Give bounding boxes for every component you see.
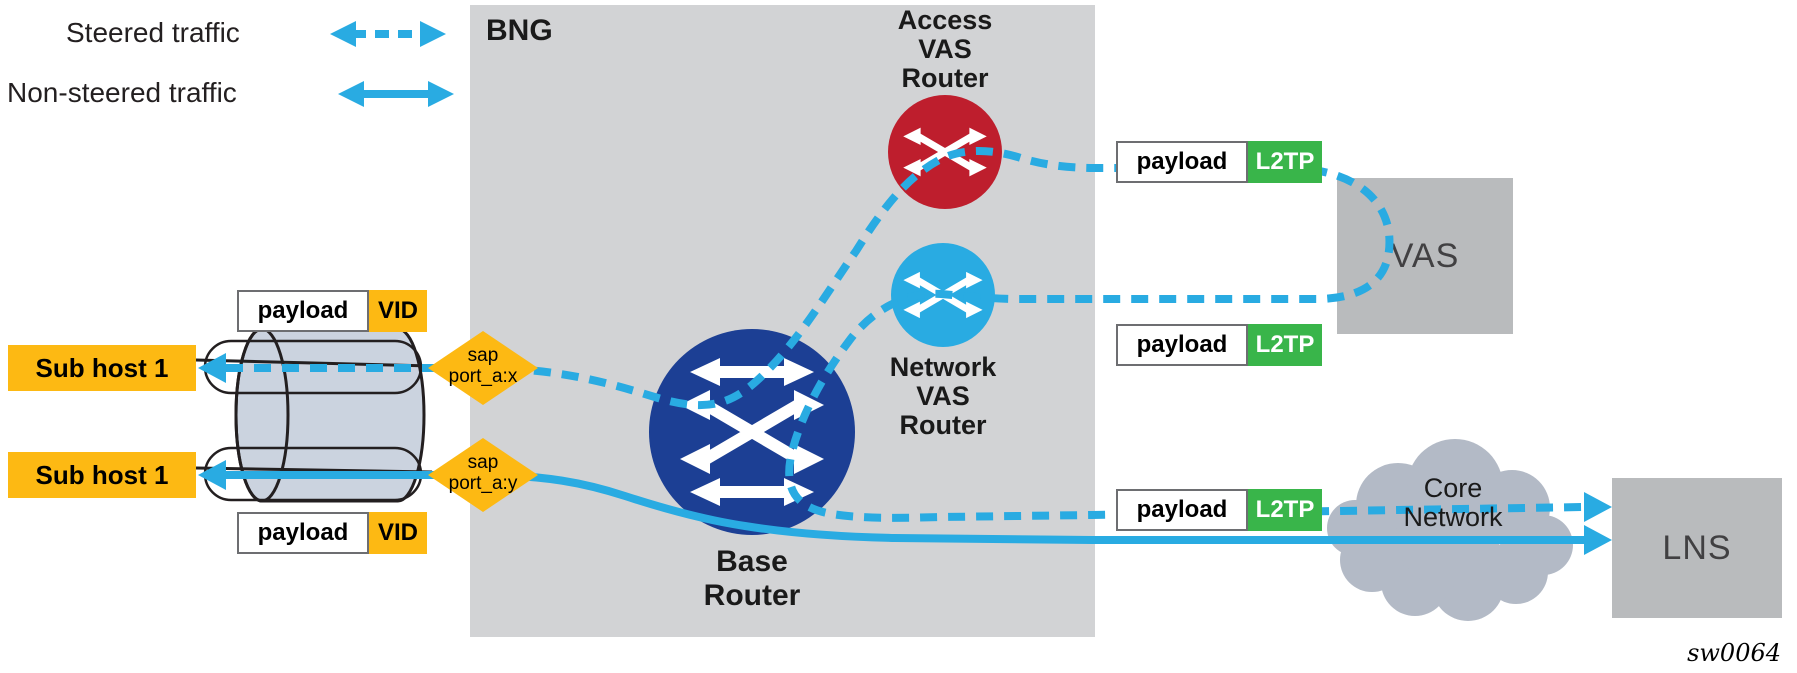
payload-label: payload xyxy=(1116,324,1248,366)
base-router-label: Base Router xyxy=(652,545,852,613)
sub-host-bottom: Sub host 1 xyxy=(8,452,196,498)
legend-steered-label: Steered traffic xyxy=(66,17,240,48)
base-router-node xyxy=(649,329,855,535)
vid-tag: VID xyxy=(369,290,427,332)
packet-l2tp-bottom: payload L2TP xyxy=(1116,489,1322,531)
vas-node: VAS xyxy=(1337,178,1513,334)
access-vas-router-label: Access VAS Router xyxy=(855,6,1035,93)
non-steered-arrowhead-left xyxy=(198,460,226,490)
lns-node-label: LNS xyxy=(1662,528,1732,567)
core-network-label-line: Network xyxy=(1403,502,1503,532)
l2tp-tag: L2TP xyxy=(1248,489,1322,531)
network-vas-router-label-line: Network xyxy=(889,352,997,382)
vid-tag: VID xyxy=(369,512,427,554)
payload-label: payload xyxy=(1116,489,1248,531)
access-vas-router-label-line: Router xyxy=(901,63,989,93)
payload-label: payload xyxy=(1116,141,1248,183)
l2tp-tag: L2TP xyxy=(1248,324,1322,366)
lns-node: LNS xyxy=(1612,478,1782,618)
sap-diamond-x xyxy=(428,331,538,405)
sap-port-ax-label: sap port_a:x xyxy=(420,345,546,387)
figure-watermark: sw0064 xyxy=(1687,639,1781,667)
legend-steered-arrow xyxy=(330,21,446,47)
core-network-label: Core Network xyxy=(1363,474,1543,532)
payload-label: payload xyxy=(237,512,369,554)
base-router-label-line: Base xyxy=(716,545,788,578)
legend-non-steered-label: Non-steered traffic xyxy=(7,77,237,108)
packet-vid-bottom: payload VID xyxy=(237,512,427,554)
l2tp-tag: L2TP xyxy=(1248,141,1322,183)
network-vas-router-label-line: Router xyxy=(899,410,987,440)
steered-arrowhead-left xyxy=(198,353,226,383)
steered-traffic-path xyxy=(226,147,1585,522)
non-steered-traffic-path xyxy=(226,471,1584,544)
access-vas-router-label-line: VAS xyxy=(918,34,972,64)
vas-node-label: VAS xyxy=(1390,236,1460,275)
packet-l2tp-middle: payload L2TP xyxy=(1116,324,1322,366)
sap-port-ay-line: port_a:y xyxy=(448,473,518,494)
subscriber-link-top xyxy=(195,358,433,368)
sap-diamond-y xyxy=(428,438,538,512)
network-vas-router-label: Network VAS Router xyxy=(853,353,1033,440)
legend-non-steered-arrow xyxy=(338,81,454,107)
packet-l2tp-top: payload L2TP xyxy=(1116,141,1322,183)
sub-host-top: Sub host 1 xyxy=(8,345,196,391)
network-vas-router-label-line: VAS xyxy=(916,381,970,411)
payload-label: payload xyxy=(237,290,369,332)
sap-port-ax-line: port_a:x xyxy=(448,366,518,387)
packet-vid-top: payload VID xyxy=(237,290,427,332)
base-router-label-line: Router xyxy=(703,579,801,612)
bng-title: BNG xyxy=(486,14,553,47)
access-vas-router-label-line: Access xyxy=(897,5,993,35)
core-network-label-line: Core xyxy=(1423,473,1483,503)
sap-port-ay-label: sap port_a:y xyxy=(420,452,546,494)
steered-arrowhead-right xyxy=(1584,492,1612,522)
sap-port-ax-line: sap xyxy=(467,345,499,366)
non-steered-arrowhead-right xyxy=(1584,525,1612,555)
sap-port-ay-line: sap xyxy=(467,452,499,473)
